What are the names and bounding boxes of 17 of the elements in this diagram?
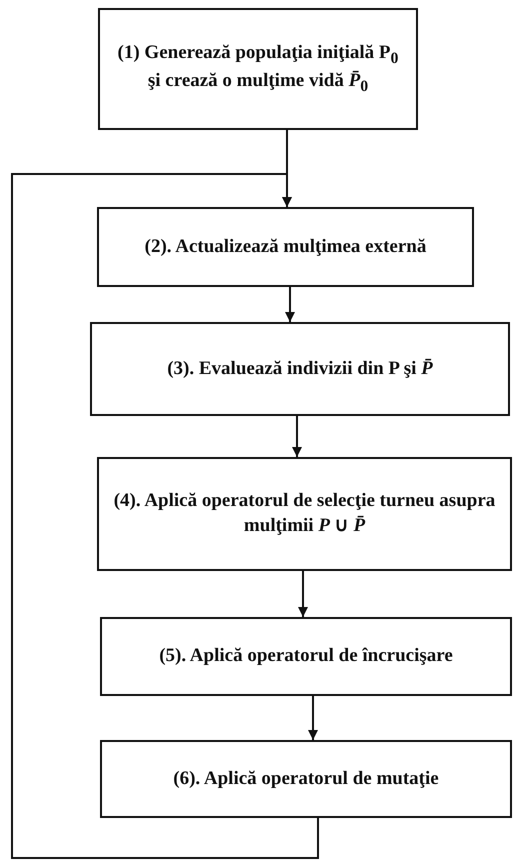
process-box (90, 322, 510, 416)
step-text: (4). Aplică operatorul de selecţie turneu asupra mulţimii P ∪ P̄ (112, 489, 496, 538)
arrow (292, 416, 302, 457)
process-box (97, 457, 512, 571)
arrow (11, 173, 319, 859)
step-text: (1) Generează populaţia iniţială P$_{0}$ şi crează o mulţime vidă P̄$_{0}$ (116, 40, 400, 97)
step-text: (6). Aplică operatorul de mutaţie (173, 766, 439, 791)
arrow (285, 287, 295, 322)
process-box (97, 207, 474, 287)
process-box (100, 617, 512, 696)
process-box (100, 740, 512, 818)
process-box (98, 8, 418, 130)
step-text: (2). Actualizează mulţimea externă (144, 234, 426, 259)
step-text: (5). Aplică operatorul de încrucişare (159, 644, 453, 668)
arrow (308, 696, 318, 740)
step-text: (3). Evaluează indivizii din P şi P̄ (167, 356, 433, 381)
arrow (298, 571, 308, 617)
